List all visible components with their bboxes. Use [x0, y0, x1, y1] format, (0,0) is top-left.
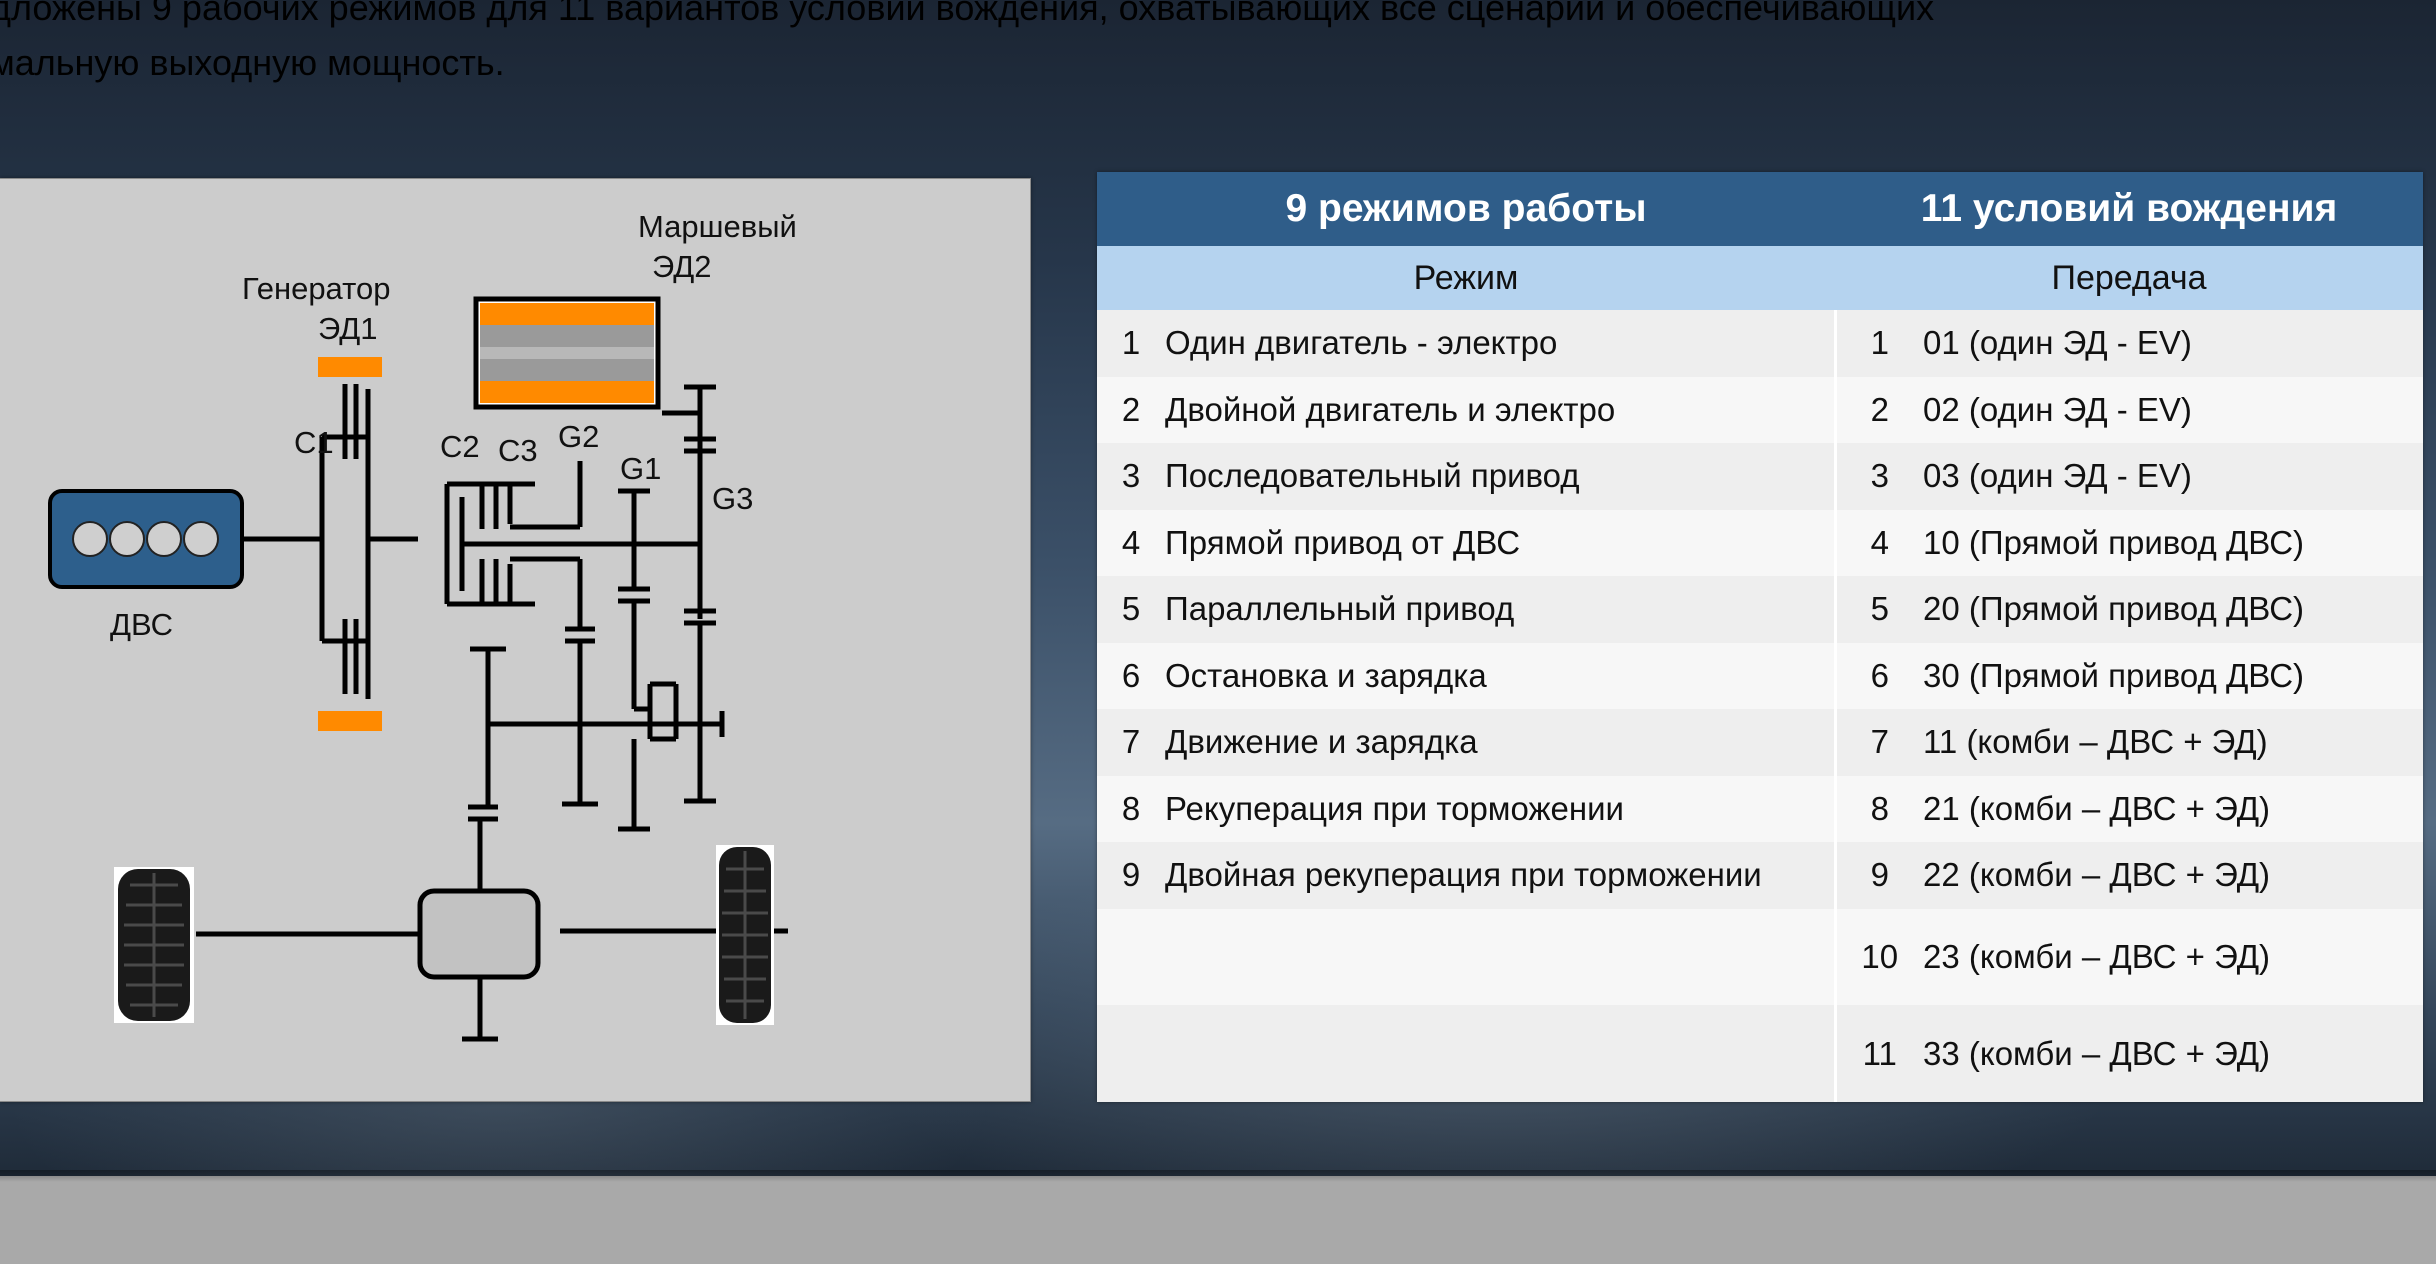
label-g1: G1 [620, 451, 661, 486]
row-mode-number: 4 [1097, 509, 1165, 576]
row-mode-number: 8 [1097, 775, 1165, 842]
row-mode-number: 3 [1097, 443, 1165, 510]
label-g3: G3 [712, 481, 753, 516]
row-mode-name: Двойной двигатель и электро [1165, 376, 1836, 443]
row-mode-number: 9 [1097, 842, 1165, 909]
row-gear-number: 7 [1833, 709, 1924, 776]
generator-stator-bottom [318, 711, 382, 731]
row-mode-number: 2 [1097, 376, 1165, 443]
label-c2: C2 [440, 429, 480, 464]
row-mode-name [1165, 908, 1836, 1006]
modes-table: 9 режимов работы 11 условий вождения Реж… [1097, 172, 2424, 1102]
row-mode-name: Рекуперация при торможении [1165, 775, 1836, 842]
transmission-schematic: Маршевый ЭД2 Генератор ЭД1 ДВС C1 C2 C3 … [48, 209, 797, 1042]
presentation-slide: дложены 9 рабочих режимов для 11 вариант… [0, 0, 2436, 1176]
subheader-gear: Передача [1835, 246, 2424, 310]
row-mode-number: 5 [1097, 576, 1165, 643]
label-c1: C1 [294, 425, 334, 460]
label-generator-2: ЭД1 [318, 311, 378, 346]
row-gear-number: 8 [1833, 775, 1924, 842]
label-c3: C3 [498, 433, 538, 468]
intro-text: дложены 9 рабочих режимов для 11 вариант… [0, 0, 2290, 90]
row-gear-name: 01 (один ЭД - EV) [1923, 310, 2424, 377]
differential [417, 888, 541, 980]
row-mode-name: Прямой привод от ДВС [1165, 509, 1836, 576]
subheader-mode: Режим [1097, 246, 1836, 310]
header-modes: 9 режимов работы [1097, 172, 1836, 246]
row-gear-name: 10 (Прямой привод ДВС) [1923, 509, 2424, 576]
row-gear-number: 3 [1833, 443, 1924, 510]
row-gear-number: 9 [1833, 842, 1924, 909]
row-gear-name: 21 (комби – ДВС + ЭД) [1923, 775, 2424, 842]
row-mode-name: Движение и зарядка [1165, 709, 1836, 776]
label-traction-motor-1: Маршевый [638, 209, 797, 244]
row-mode-number: 6 [1097, 642, 1165, 709]
row-gear-name: 30 (Прямой привод ДВС) [1923, 642, 2424, 709]
row-gear-name: 02 (один ЭД - EV) [1923, 376, 2424, 443]
row-gear-name: 23 (комби – ДВС + ЭД) [1923, 908, 2424, 1006]
row-gear-number: 2 [1833, 376, 1924, 443]
row-mode-name: Двойная рекуперация при торможении [1165, 842, 1836, 909]
row-mode-name: Параллельный привод [1165, 576, 1836, 643]
row-mode-name [1165, 1005, 1836, 1102]
row-mode-number: 7 [1097, 709, 1165, 776]
row-mode-name: Один двигатель - электро [1165, 310, 1836, 377]
row-gear-number: 10 [1833, 908, 1924, 1006]
row-mode-name: Остановка и зарядка [1165, 642, 1836, 709]
row-mode-number [1097, 908, 1165, 1006]
header-conditions: 11 условий вождения [1835, 172, 2424, 246]
row-gear-number: 4 [1833, 509, 1924, 576]
row-gear-name: 20 (Прямой привод ДВС) [1923, 576, 2424, 643]
engine-block [48, 489, 244, 589]
label-generator-1: Генератор [242, 271, 390, 306]
row-gear-name: 22 (комби – ДВС + ЭД) [1923, 842, 2424, 909]
right-wheel [716, 845, 774, 1025]
label-g2: G2 [558, 419, 599, 454]
traction-motor [473, 296, 661, 410]
left-wheel [114, 867, 194, 1023]
slide-shadow [0, 1170, 2436, 1182]
label-traction-motor-2: ЭД2 [652, 249, 712, 284]
label-engine: ДВС [110, 607, 173, 642]
row-gear-name: 11 (комби – ДВС + ЭД) [1923, 709, 2424, 776]
row-mode-number [1097, 1005, 1165, 1102]
intro-line-2: мальную выходную мощность. [0, 42, 505, 83]
row-gear-name: 33 (комби – ДВС + ЭД) [1923, 1005, 2424, 1102]
row-gear-number: 6 [1833, 642, 1924, 709]
row-mode-name: Последовательный привод [1165, 443, 1836, 510]
generator-stator-top [318, 357, 382, 377]
row-mode-number: 1 [1097, 310, 1165, 377]
hybrid-transmission-diagram: Маршевый ЭД2 Генератор ЭД1 ДВС C1 C2 C3 … [0, 178, 1031, 1102]
row-gear-number: 1 [1833, 310, 1924, 377]
row-gear-number: 5 [1833, 576, 1924, 643]
table-subheader-row: Режим Передача [1097, 246, 2424, 310]
row-gear-number: 11 [1833, 1005, 1924, 1102]
row-gear-name: 03 (один ЭД - EV) [1923, 443, 2424, 510]
table-header-row: 9 режимов работы 11 условий вождения [1097, 172, 2424, 246]
intro-line-1: дложены 9 рабочих режимов для 11 вариант… [0, 0, 1935, 28]
